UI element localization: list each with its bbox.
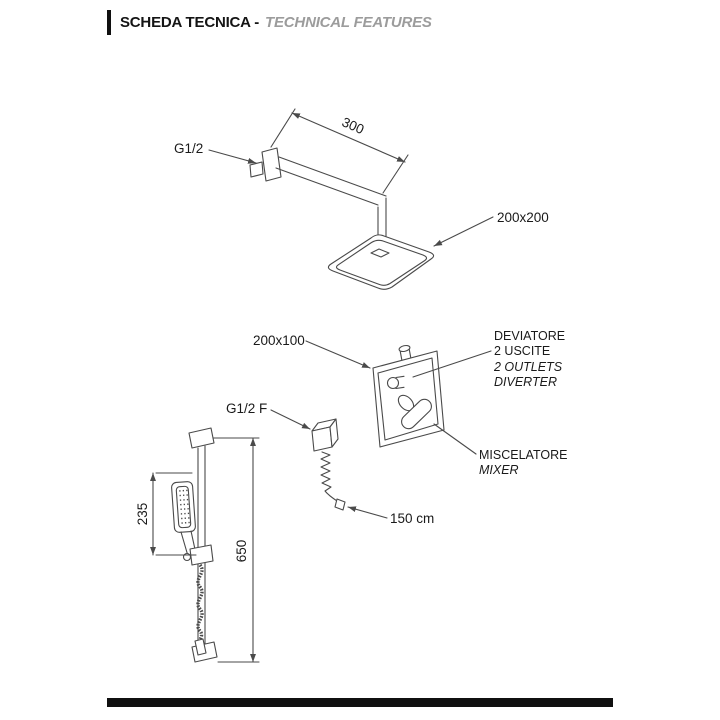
page-title: SCHEDA TECNICA - TECHNICAL FEATURES [120, 14, 432, 31]
hose-length-label: 150 cm [390, 511, 434, 526]
dim-235-label: 235 [135, 503, 150, 526]
page-title-primary: SCHEDA TECNICA - [120, 13, 260, 31]
footer-bar [107, 698, 613, 707]
hand-shower-nozzles [179, 489, 190, 525]
mixer-drawing [305, 340, 492, 455]
slide-rail-drawing [150, 409, 388, 663]
shower-arm [278, 156, 387, 197]
shower-head-connector [370, 248, 390, 258]
arm-thread-stub [249, 161, 264, 178]
dim-300-ext-line-2 [382, 154, 409, 194]
diverter-label-en-1: 2 OUTLETS [493, 360, 563, 374]
hose-end-cone [194, 638, 207, 656]
flex-hose-fitting [334, 498, 346, 511]
overhead-shower-drawing [208, 108, 494, 290]
rail-top-bracket [188, 427, 215, 449]
header: SCHEDA TECNICA - TECHNICAL FEATURES [107, 9, 432, 35]
rail-thread-label: G1/2 F [226, 401, 267, 416]
hand-shower-head [171, 481, 196, 533]
drawing-labels: 300 G1/2 200x200 200x100 DEVIATORE 2 USC… [135, 114, 567, 562]
header-accent-bar [107, 9, 111, 35]
rail-slider-holder [189, 544, 214, 566]
head-size-label: 200x200 [497, 210, 549, 225]
mixer-label-it: MISCELATORE [479, 448, 567, 462]
wall-outlet-side [329, 418, 339, 448]
diverter-label-it-1: DEVIATORE [494, 329, 565, 343]
mixer-label-en: MIXER [479, 463, 519, 477]
flex-hose-coil [320, 451, 341, 504]
plate-size-label: 200x100 [253, 333, 305, 348]
shower-head-outline [327, 234, 435, 290]
dim-650-label: 650 [234, 540, 249, 563]
dim-300-label: 300 [340, 114, 367, 137]
page-title-secondary: TECHNICAL FEATURES [265, 13, 432, 31]
hand-shower-handle [180, 531, 189, 557]
dim-300-line [291, 112, 406, 163]
shower-head-inner-line [335, 239, 428, 286]
arm-wall-flange [261, 147, 282, 182]
leader-g12f [270, 409, 311, 430]
leader-150cm [347, 506, 388, 519]
hand-shower-face [175, 485, 192, 529]
leader-200x200 [433, 216, 494, 247]
diverter-knob [398, 344, 411, 353]
diverter-label-en-2: DIVERTER [494, 375, 557, 389]
diverter-control [386, 376, 400, 390]
leader-diverter [412, 350, 492, 378]
diverter-label-it-2: 2 USCITE [494, 344, 550, 358]
wall-outlet-front [311, 426, 333, 452]
dim-300-ext-line-1 [270, 108, 296, 148]
leader-mixer [433, 423, 477, 455]
mixer-lever [401, 398, 432, 430]
leader-200x100 [305, 340, 371, 369]
shower-hose [196, 563, 204, 648]
arm-thread-label: G1/2 [174, 141, 203, 156]
mixer-plate-inner-line [377, 357, 439, 441]
leader-g12 [208, 149, 257, 164]
